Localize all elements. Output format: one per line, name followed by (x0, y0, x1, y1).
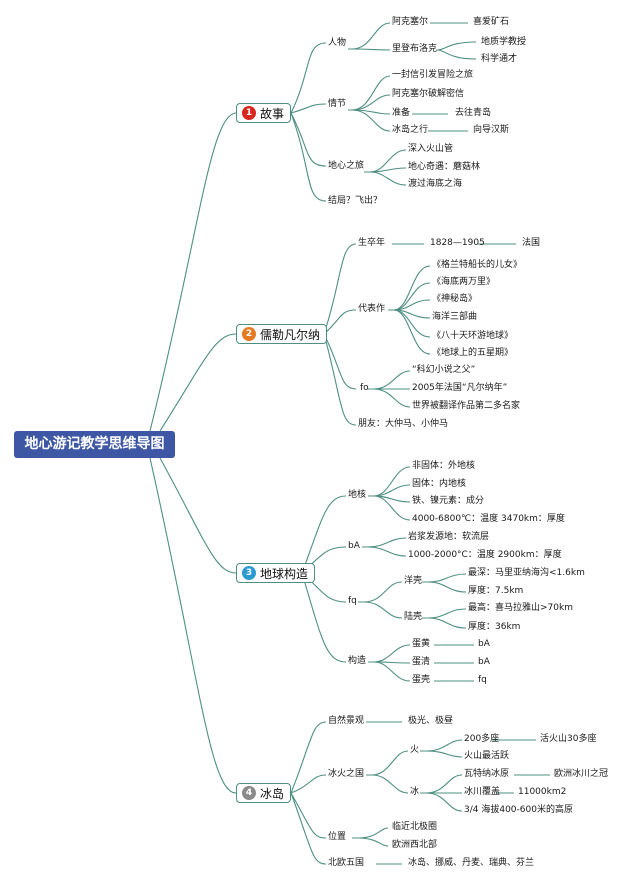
node-ending: 结局？飞出？ (328, 196, 383, 206)
number-badge: 3 (242, 566, 256, 580)
node-plot-3-detail: 去往青岛 (455, 108, 492, 118)
section-verne[interactable]: 2 儒勒凡尔纳 (236, 324, 328, 344)
node-core-3: 铁、镍元素：成分 (412, 496, 485, 506)
node-yolk: 蛋黄 (412, 639, 431, 649)
node-work-1: 《格兰特船长的儿女》 (432, 260, 523, 270)
node-work-2: 《海底两万里》 (432, 277, 496, 287)
node-oceanic-crust: 洋壳 (404, 576, 423, 586)
node-ice-2: 冰川覆盖 (464, 787, 501, 797)
number-badge: 1 (242, 106, 256, 120)
node-location-1: 临近北极圈 (392, 822, 438, 832)
node-plot-2: 阿克塞尔破解密信 (392, 89, 465, 99)
node-fo-3: 世界被翻译作品第二多名家 (412, 401, 521, 411)
node-journey-2: 地心奇遇：蘑菇林 (408, 162, 481, 172)
node-axel: 阿克塞尔 (392, 17, 429, 27)
node-plot-4: 冰岛之行 (392, 125, 429, 135)
node-ba: bA (348, 541, 360, 551)
node-journey-3: 渡过海底之海 (408, 179, 463, 189)
node-core-1: 非固体：外地核 (412, 461, 476, 471)
node-fire-ice: 冰火之国 (328, 769, 365, 779)
node-white-value: bA (478, 657, 490, 667)
node-ba-2: 1000-2000°C：温度 2900km：厚度 (408, 550, 562, 560)
node-location: 位置 (328, 832, 347, 842)
node-journey-1: 深入火山管 (408, 144, 454, 154)
node-ice-2-detail: 11000km2 (518, 787, 567, 797)
node-fire: 火 (410, 745, 420, 755)
node-work-4: 海洋三部曲 (432, 312, 478, 322)
node-shell: 蛋壳 (412, 675, 431, 685)
section-earth-structure[interactable]: 3 地球构造 (236, 563, 316, 583)
node-plot-4-detail: 向导汉斯 (473, 125, 510, 135)
section-story[interactable]: 1 故事 (236, 103, 292, 123)
node-lidenbrock-trait2: 科学通才 (481, 54, 518, 64)
node-works: 代表作 (358, 304, 386, 314)
node-structure: 构造 (348, 656, 367, 666)
node-lifespan-country: 法国 (522, 238, 541, 248)
node-lidenbrock-trait1: 地质学教授 (481, 37, 527, 47)
section-title: 儒勒凡尔纳 (260, 327, 321, 342)
node-ice-1-detail: 欧洲冰川之冠 (554, 769, 609, 779)
section-title: 地球构造 (260, 566, 309, 581)
node-nordic-detail: 冰岛、挪威、丹麦、瑞典、芬兰 (408, 858, 535, 868)
node-lifespan-years: 1828—1905 (430, 238, 485, 248)
section-title: 冰岛 (260, 786, 285, 801)
node-ice-1: 瓦特纳冰原 (464, 769, 510, 779)
node-oceanic-1: 最深：马里亚纳海沟<1.6km (468, 568, 585, 578)
section-iceland[interactable]: 4 冰岛 (236, 783, 292, 803)
number-badge: 2 (242, 327, 256, 341)
node-ice-3: 3/4 海拔400-600米的高原 (464, 805, 573, 815)
node-landscape: 自然景观 (328, 716, 365, 726)
node-white: 蛋清 (412, 657, 431, 667)
node-fo: fo (360, 383, 369, 393)
node-yolk-value: bA (478, 639, 490, 649)
node-fq: fq (348, 596, 357, 606)
node-continental-crust: 陆壳 (404, 612, 423, 622)
node-work-3: 《神秘岛》 (432, 294, 478, 304)
node-core-4: 4000-6800℃：温度 3470km：厚度 (412, 514, 565, 524)
node-plot-1: 一封信引发冒险之旅 (392, 70, 474, 80)
root-title: 地心游记教学思维导图 (14, 431, 175, 458)
node-journey: 地心之旅 (328, 161, 365, 171)
node-oceanic-2: 厚度：7.5km (468, 586, 524, 596)
node-work-6: 《地球上的五星期》 (432, 348, 514, 358)
node-lidenbrock: 里登布洛克 (392, 44, 438, 54)
node-core-2: 固体：内地核 (412, 479, 467, 489)
number-badge: 4 (242, 786, 256, 800)
node-nordic: 北欧五国 (328, 858, 365, 868)
node-lifespan: 生卒年 (358, 238, 386, 248)
node-ice: 冰 (410, 787, 420, 797)
node-landscape-detail: 极光、极昼 (408, 716, 454, 726)
node-plot-3: 准备 (392, 108, 411, 118)
node-shell-value: fq (478, 675, 487, 685)
node-fire-2: 火山最活跃 (464, 751, 510, 761)
node-fo-1: “科幻小说之父” (412, 365, 476, 375)
section-title: 故事 (260, 106, 285, 121)
node-characters: 人物 (328, 38, 347, 48)
node-location-2: 欧洲西北部 (392, 840, 438, 850)
node-axel-trait: 喜爱矿石 (473, 17, 510, 27)
node-continental-2: 厚度：36km (468, 622, 521, 632)
node-plot: 情节 (328, 99, 347, 109)
node-fire-1: 200多座 (464, 734, 500, 744)
node-core: 地核 (348, 490, 367, 500)
node-work-5: 《八十天环游地球》 (432, 331, 514, 341)
node-continental-1: 最高：喜马拉雅山>70km (468, 603, 573, 613)
node-ba-1: 岩浆发源地：软流层 (408, 532, 490, 542)
node-fire-1-detail: 活火山30多座 (540, 734, 597, 744)
node-fo-2: 2005年法国“凡尔纳年” (412, 383, 508, 393)
node-friends: 朋友：大仲马、小仲马 (358, 419, 449, 429)
